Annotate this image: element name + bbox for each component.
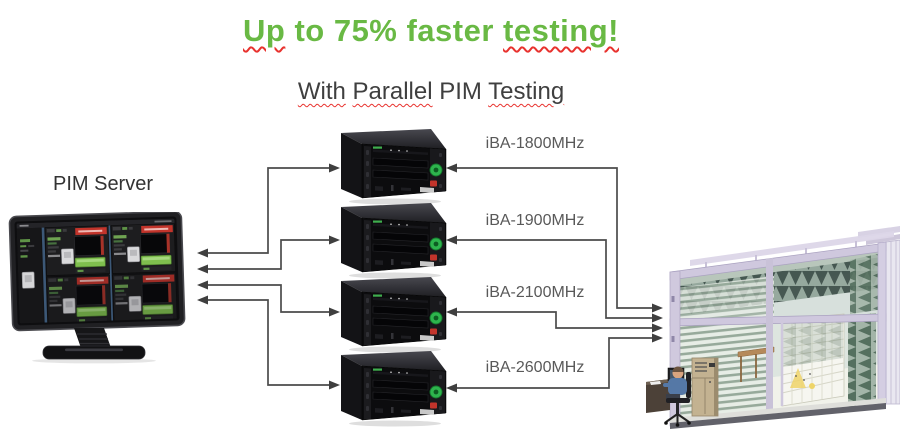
line-unit3-chamber (456, 311, 653, 329)
subheadline-word-parallel: Parallel (352, 78, 433, 105)
chamber-lamp (790, 368, 815, 389)
arrow-into-chamber-2-icon (652, 313, 663, 323)
arrow-into-server-1-icon (197, 248, 208, 258)
wall-absorbers-right (848, 313, 876, 408)
headline-word-testing: testing! (503, 13, 619, 48)
headline-word-up: Up (243, 13, 286, 48)
pim-analyzer-unit-2 (340, 202, 447, 279)
arrowheads (197, 163, 663, 393)
operator-desk (646, 379, 670, 413)
subheadline-word-with: With (297, 78, 346, 105)
connector-lines (207, 167, 653, 389)
pim-analyzer-unit-3 (340, 276, 447, 353)
ceiling-absorbers (676, 247, 882, 322)
arrow-into-unit1-left-icon (329, 163, 340, 173)
arrow-into-server-4-icon (197, 295, 208, 305)
arrow-into-unit4-left-icon (329, 380, 340, 390)
chamber-rear-panels (858, 226, 900, 405)
arrow-into-server-3-icon (197, 280, 208, 290)
operator-workstation (646, 357, 719, 427)
monitor-stand (32, 328, 156, 364)
chamber-lower-section (676, 313, 882, 422)
subheadline-middle: PIM (432, 78, 489, 105)
analyzer-label-1900: iBA-1900MHz (485, 212, 585, 229)
headline-middle: to 75% faster (285, 13, 504, 48)
arrow-into-unit2-right-icon (446, 235, 457, 245)
arrow-into-chamber-1-icon (652, 303, 663, 313)
arrow-into-chamber-3-icon (652, 323, 663, 333)
arrow-into-chamber-4-icon (652, 333, 663, 343)
equipment-rack-panel (781, 313, 845, 407)
anechoic-chamber (646, 226, 900, 429)
chamber-base-rail (670, 398, 886, 429)
arrow-into-unit3-left-icon (329, 307, 340, 317)
line-server-unit2 (207, 239, 330, 270)
analyzer-label-2600: iBA-2600MHz (485, 359, 585, 376)
subheadline: With Parallel PIM Testing (0, 78, 862, 106)
line-unit4-chamber (456, 337, 653, 389)
arrow-into-unit1-right-icon (446, 163, 457, 173)
pim-analyzer-stack (340, 128, 447, 427)
analyzer-label-1800: iBA-1800MHz (485, 135, 585, 152)
pim-analyzer-unit-1 (340, 128, 447, 205)
analyzer-label-2100: iBA-2100MHz (485, 284, 585, 301)
monitor-screen-assembly (8, 212, 186, 332)
line-unit2-chamber (456, 239, 653, 319)
operator-figure (663, 366, 691, 427)
line-server-unit1 (207, 167, 330, 254)
arrow-into-unit4-right-icon (446, 383, 457, 393)
line-unit1-chamber (456, 167, 653, 309)
arrow-into-unit3-right-icon (446, 307, 457, 317)
equipment-cabinet (691, 357, 719, 417)
headline: Up to 75% faster testing! (0, 13, 862, 49)
pim-analyzer-unit-4 (340, 350, 447, 427)
arrow-into-unit2-left-icon (329, 235, 340, 245)
wall-absorbers-left (676, 318, 766, 422)
pim-server-label: PIM Server (52, 173, 154, 195)
arrow-into-server-2-icon (197, 264, 208, 274)
subheadline-word-testing: Testing (488, 78, 565, 105)
pim-server-monitor (8, 212, 186, 364)
line-server-unit4 (207, 299, 330, 386)
line-server-unit3 (207, 284, 330, 313)
monitor-screen-content (16, 218, 178, 324)
